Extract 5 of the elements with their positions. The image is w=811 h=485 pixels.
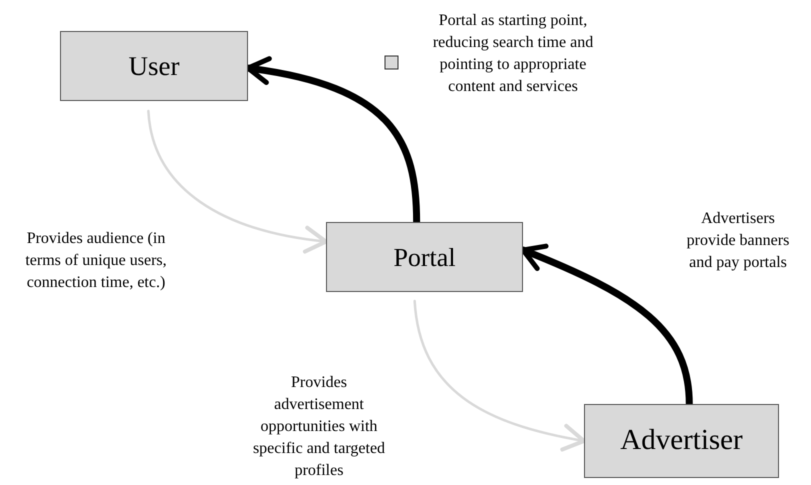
- process-box: Portal: [326, 222, 523, 292]
- arrow: [147, 110, 328, 253]
- process-box: User: [60, 31, 248, 101]
- process-box: Advertiser: [584, 404, 779, 478]
- arrow: [413, 300, 586, 452]
